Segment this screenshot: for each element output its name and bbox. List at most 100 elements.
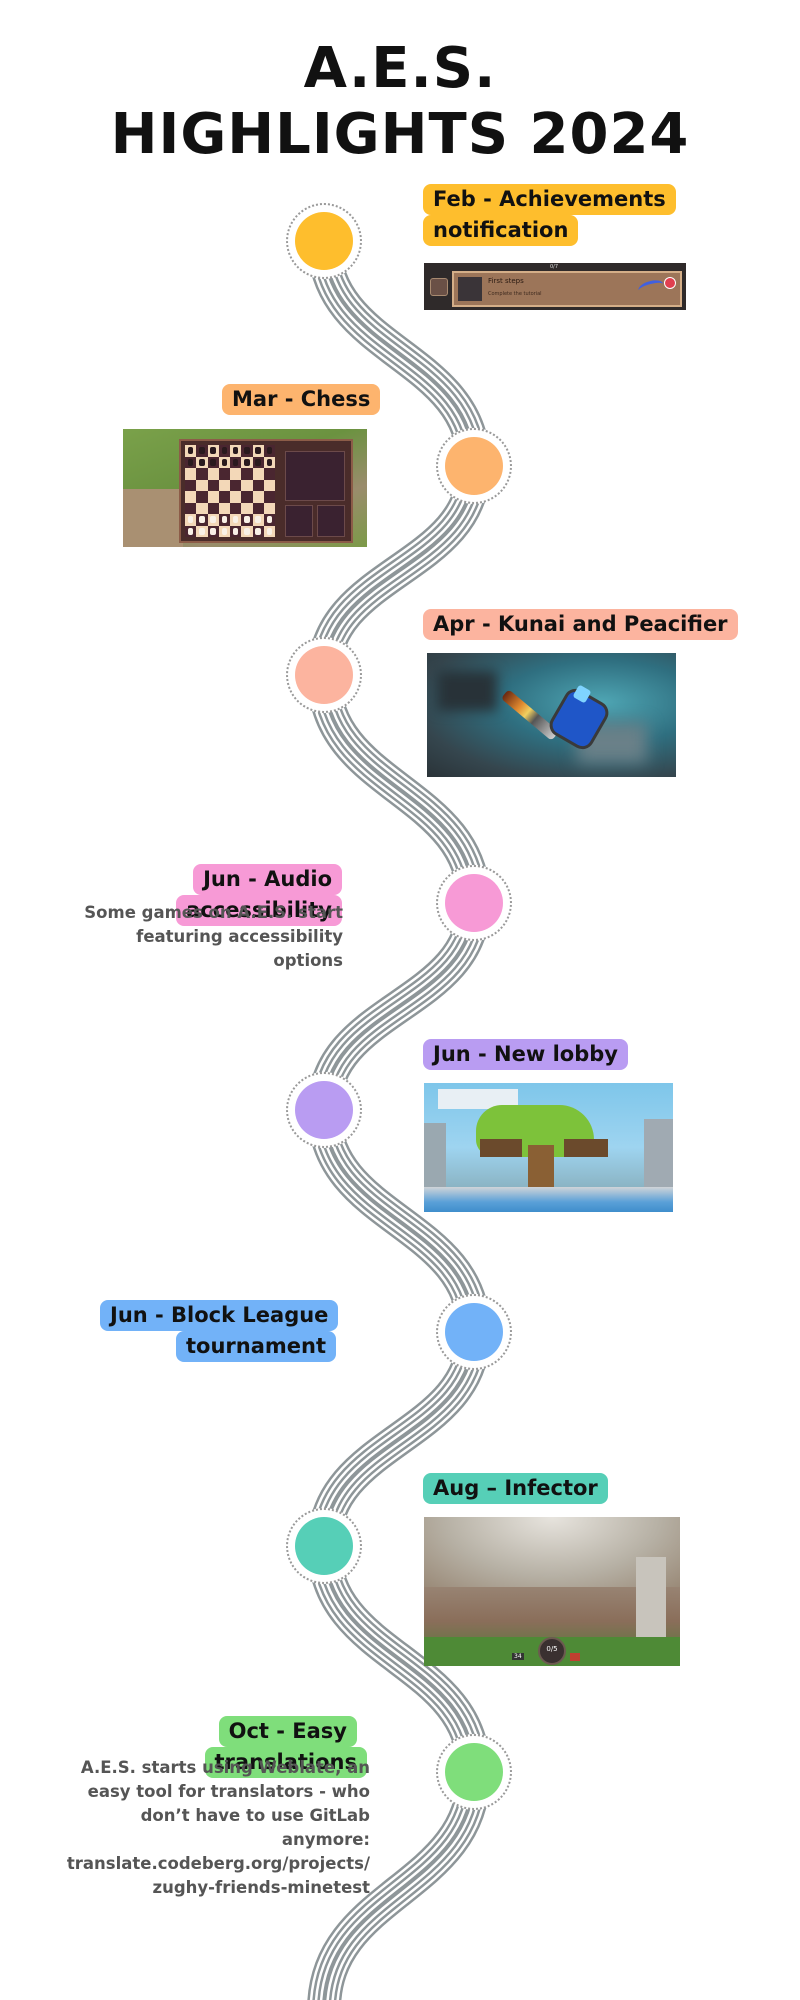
chess-piece xyxy=(199,516,205,524)
event-description-jun-audio: Some games on A.E.S. start featuring acc… xyxy=(84,903,343,970)
hud-left-value: 34 xyxy=(512,1653,524,1660)
chess-square xyxy=(196,502,208,514)
chess-piece xyxy=(266,447,273,455)
chess-square xyxy=(252,479,264,491)
page-title: A.E.S. HIGHLIGHTS 2024 xyxy=(0,36,800,168)
chess-square xyxy=(207,502,219,514)
grass-patch xyxy=(123,489,183,547)
node-dot xyxy=(295,212,353,270)
chess-square xyxy=(185,525,197,537)
chess-panel-1 xyxy=(285,451,345,501)
chess-square xyxy=(207,525,219,537)
event-label-aug: Aug – Infector xyxy=(423,1473,608,1504)
event-description-oct: A.E.S. starts using Weblate, an easy too… xyxy=(66,1758,370,1897)
hud-timer-circle xyxy=(538,1637,566,1665)
chess-square xyxy=(230,456,242,468)
chess-piece xyxy=(199,447,205,455)
chess-square xyxy=(252,456,264,468)
chess-piece xyxy=(210,458,216,466)
hud-counter: 0/5 xyxy=(546,1645,558,1653)
chess-square xyxy=(196,456,208,468)
chess-piece xyxy=(266,458,273,466)
screenshot-new-lobby xyxy=(424,1083,673,1212)
chess-piece xyxy=(210,527,216,535)
chess-square xyxy=(196,525,208,537)
chess-piece xyxy=(232,527,239,535)
chess-piece xyxy=(232,516,239,524)
chess-piece xyxy=(255,447,261,455)
chess-square xyxy=(252,445,264,457)
tower-right xyxy=(644,1119,673,1199)
chess-piece xyxy=(221,516,228,524)
chess-square xyxy=(196,514,208,526)
chess-square xyxy=(241,456,253,468)
chess-square xyxy=(230,525,242,537)
chess-square xyxy=(230,479,242,491)
chess-square xyxy=(218,502,230,514)
cloud xyxy=(438,1089,518,1109)
sign-left xyxy=(480,1139,522,1157)
screenshot-kunai-peacifier xyxy=(427,653,676,777)
chess-square xyxy=(230,468,242,480)
chess-square xyxy=(207,456,219,468)
chess-piece xyxy=(187,447,194,455)
milestone-node-jun-audio xyxy=(436,865,512,941)
tower-left xyxy=(424,1123,446,1193)
chess-piece xyxy=(255,527,261,535)
node-dot xyxy=(295,1517,353,1575)
milestone-node-oct xyxy=(436,1734,512,1810)
chess-square xyxy=(252,525,264,537)
achievement-subtitle: Complete the tutorial xyxy=(488,291,542,297)
chess-square xyxy=(263,491,275,503)
chess-piece xyxy=(244,447,250,455)
chess-square xyxy=(185,479,197,491)
event-label-text: Oct - Easy translations xyxy=(204,1716,367,1778)
chess-square xyxy=(241,525,253,537)
chess-square xyxy=(185,514,197,526)
chess-window xyxy=(179,439,353,543)
chess-piece xyxy=(221,458,228,466)
chess-piece xyxy=(244,527,250,535)
chess-panel-2 xyxy=(285,505,313,537)
node-dot xyxy=(445,874,503,932)
chess-piece xyxy=(266,527,273,535)
lobby-floor xyxy=(424,1187,673,1212)
chess-square xyxy=(230,445,242,457)
milestone-node-apr xyxy=(286,637,362,713)
chess-square xyxy=(218,491,230,503)
chess-piece xyxy=(210,516,216,524)
cursor-arrow-icon xyxy=(636,277,666,298)
milestone-node-feb xyxy=(286,203,362,279)
event-label-jun-block-league: Jun - Block League tournament xyxy=(100,1300,339,1362)
chess-square xyxy=(185,456,197,468)
event-label-text: Feb - Achievements notification xyxy=(423,184,676,246)
event-label-text: Jun - Audio accessibility xyxy=(176,864,342,926)
chess-square xyxy=(263,502,275,514)
chess-panel-3 xyxy=(317,505,345,537)
chess-piece xyxy=(244,458,250,466)
chess-square xyxy=(263,479,275,491)
chess-square xyxy=(185,491,197,503)
node-dot xyxy=(295,646,353,704)
achievement-title: First steps xyxy=(488,277,524,285)
chess-square xyxy=(196,479,208,491)
event-label-feb: Feb - Achievements notification xyxy=(423,184,683,246)
toast-badge-icon xyxy=(430,278,448,296)
chess-square xyxy=(185,445,197,457)
blurred-block-1 xyxy=(437,671,497,711)
chess-piece xyxy=(210,447,216,455)
kunai-icon xyxy=(500,689,560,741)
event-label-text: Mar - Chess xyxy=(222,384,381,415)
sign-right xyxy=(564,1139,608,1157)
toast-panel: First steps Complete the tutorial xyxy=(452,271,682,307)
chess-square xyxy=(252,502,264,514)
chess-square xyxy=(263,456,275,468)
screenshot-achievement-notification: First steps Complete the tutorial 0/7 xyxy=(424,263,686,310)
chess-square xyxy=(218,479,230,491)
screenshot-chess xyxy=(123,429,367,547)
chess-square xyxy=(263,525,275,537)
chess-square xyxy=(218,514,230,526)
chess-square xyxy=(207,445,219,457)
chess-square xyxy=(263,468,275,480)
chess-square xyxy=(218,456,230,468)
